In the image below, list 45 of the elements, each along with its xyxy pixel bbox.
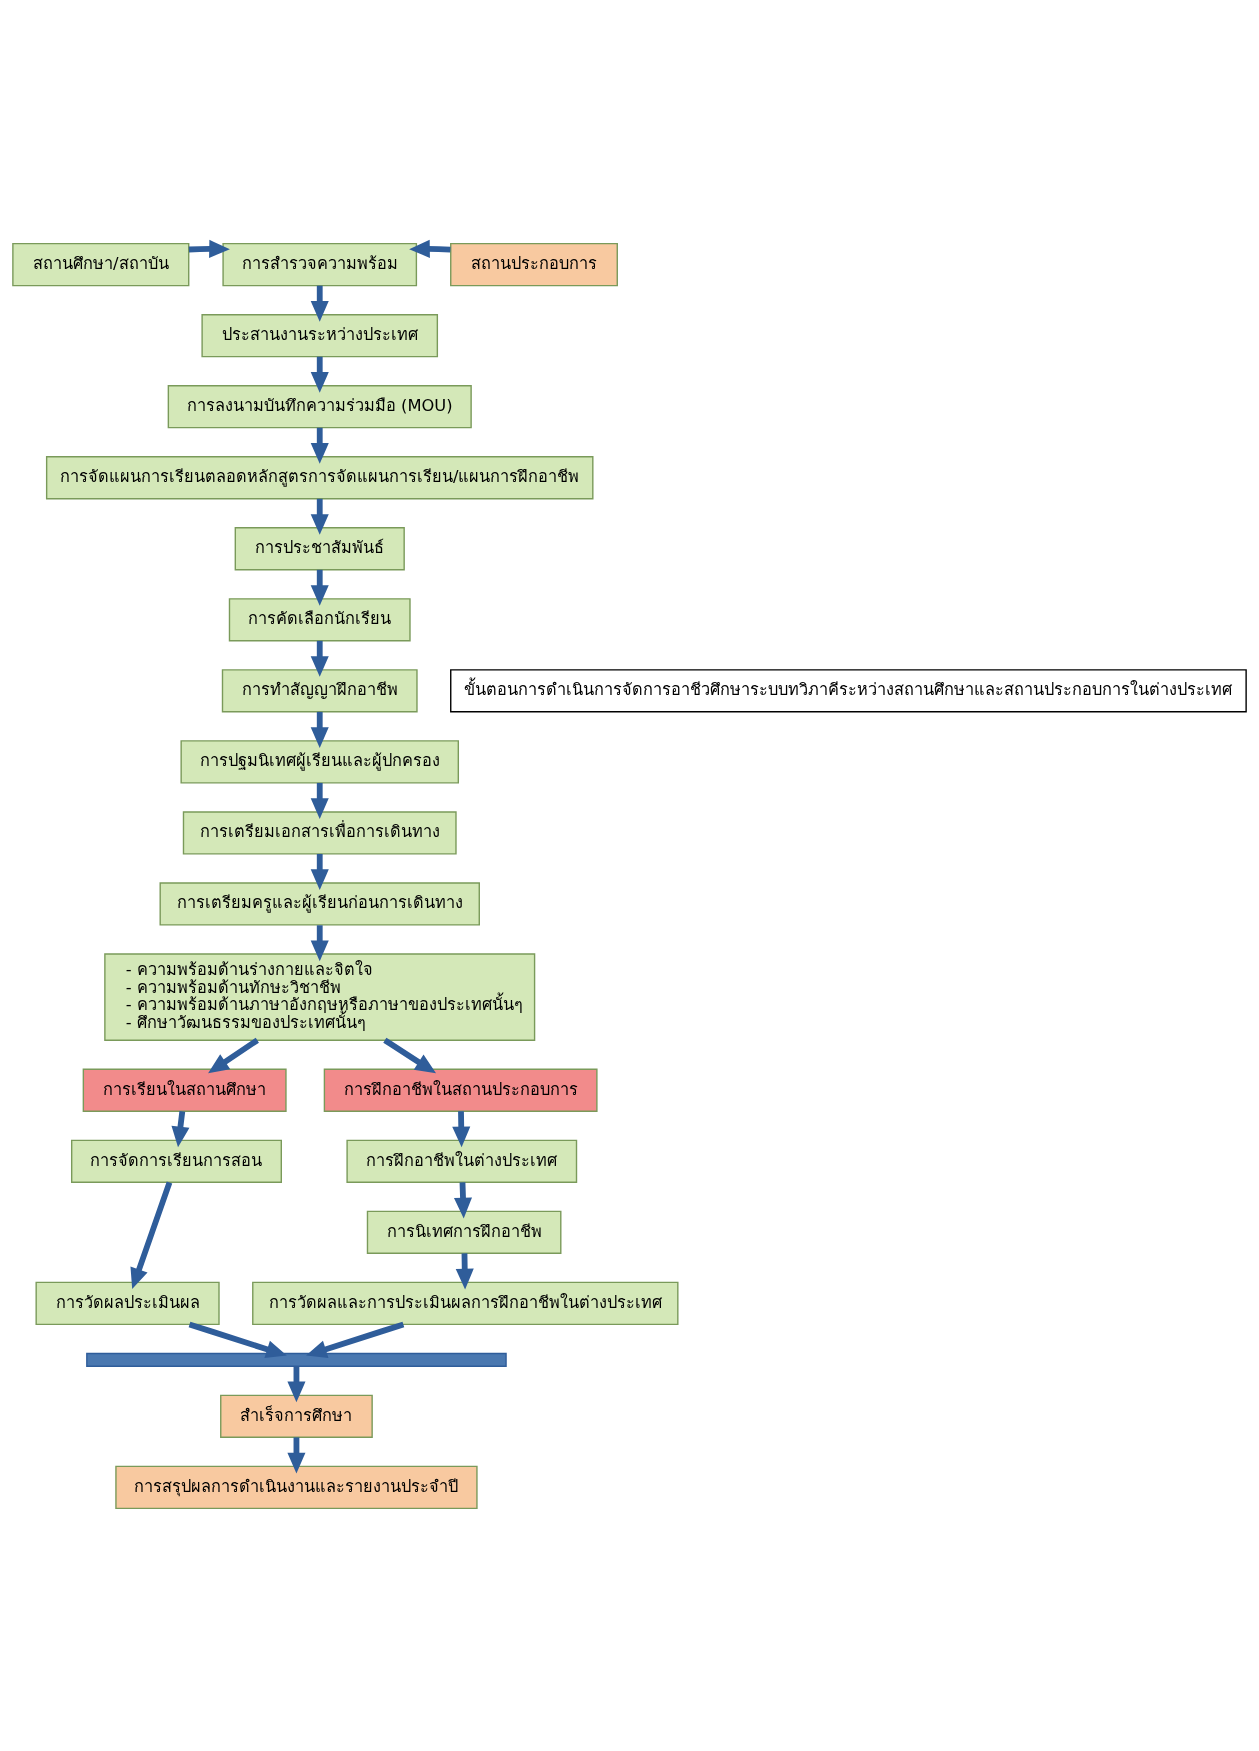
arrow bbox=[310, 924, 329, 961]
arrow bbox=[310, 498, 329, 535]
arrow bbox=[188, 1321, 287, 1358]
arrow bbox=[409, 239, 451, 258]
arrow bbox=[310, 427, 329, 464]
arrow bbox=[310, 285, 329, 322]
node-box: การทำสัญญาฝึกอาชีพ bbox=[221, 668, 418, 712]
node-box: การปฐมนิเทศผู้เรียนและผู้ปกครอง bbox=[180, 739, 459, 784]
node-box: การเรียนในสถานศึกษา bbox=[82, 1068, 287, 1112]
node-box: การฝึกอาชีพในสถานประกอบการ bbox=[323, 1068, 598, 1112]
arrow bbox=[455, 1252, 474, 1289]
node-box: การฝึกอาชีพในต่างประเทศ bbox=[346, 1139, 578, 1183]
node-box: การสรุปผลการดำเนินงานและรายงานประจำปี bbox=[115, 1465, 478, 1509]
arrow bbox=[310, 356, 329, 393]
node-box: การวัดผลและการประเมินผลการฝึกอาชีพในต่างประเทศ bbox=[252, 1281, 679, 1325]
node-box: การประชาสัมพันธ์ bbox=[234, 526, 405, 570]
arrow bbox=[310, 782, 329, 819]
node-box: การวัดผลประเมินผล bbox=[35, 1281, 220, 1325]
node-box: การคัดเลือกนักเรียน bbox=[228, 597, 411, 641]
arrow bbox=[287, 1436, 306, 1473]
node-box: การสำรวจความพร้อม bbox=[222, 242, 418, 286]
arrow bbox=[188, 239, 230, 258]
arrow bbox=[453, 1181, 473, 1218]
node-box: การเตรียมครูและผู้เรียนก่อนการเดินทาง bbox=[159, 881, 480, 926]
arrow bbox=[310, 853, 329, 890]
node-box: การลงนามบันทึกความร่วมมือ (MOU) bbox=[167, 384, 472, 428]
node-box: สถานศึกษา/สถาบัน bbox=[12, 242, 190, 286]
node-box: การจัดแผนการเรียนตลอดหลักสูตรการจัดแผนการเรียน/แผนการฝึกอาชีพ bbox=[45, 455, 594, 499]
node-box: - ความพร้อมด้านร่างกายและจิตใจ - ความพร้อมด้านทักษะวิชาชีพ - ความพร้อมด้านภาษาอังกฤษหรือภาษาของประเทศนั้นๆ - ศึกษาวัฒนธรรมของประเทศนั้นๆ bbox=[104, 952, 536, 1041]
arrow bbox=[171, 1110, 190, 1147]
arrow bbox=[130, 1181, 173, 1289]
node-box: การนิเทศการฝึกอาชีพ bbox=[366, 1210, 562, 1254]
arrow bbox=[208, 1037, 259, 1073]
node-box: สำเร็จการศึกษา bbox=[220, 1394, 373, 1438]
node-box: การจัดการเรียนการสอน bbox=[71, 1139, 282, 1183]
node-box: ขั้นตอนการดำเนินการจัดการอาชีวศึกษาระบบทวิภาคีระหว่างสถานศึกษาและสถานประกอบการในต่างประเทศ bbox=[450, 668, 1247, 712]
arrow bbox=[310, 640, 329, 677]
node-bar bbox=[86, 1352, 507, 1367]
arrow bbox=[452, 1110, 471, 1147]
arrow bbox=[310, 711, 329, 748]
node-box: การเตรียมเอกสารเพื่อการเดินทาง bbox=[182, 810, 457, 855]
arrow bbox=[383, 1037, 436, 1073]
node-box: สถานประกอบการ bbox=[450, 242, 618, 286]
arrow bbox=[310, 569, 329, 606]
node-box: ประสานงานระหว่างประเทศ bbox=[201, 313, 439, 357]
